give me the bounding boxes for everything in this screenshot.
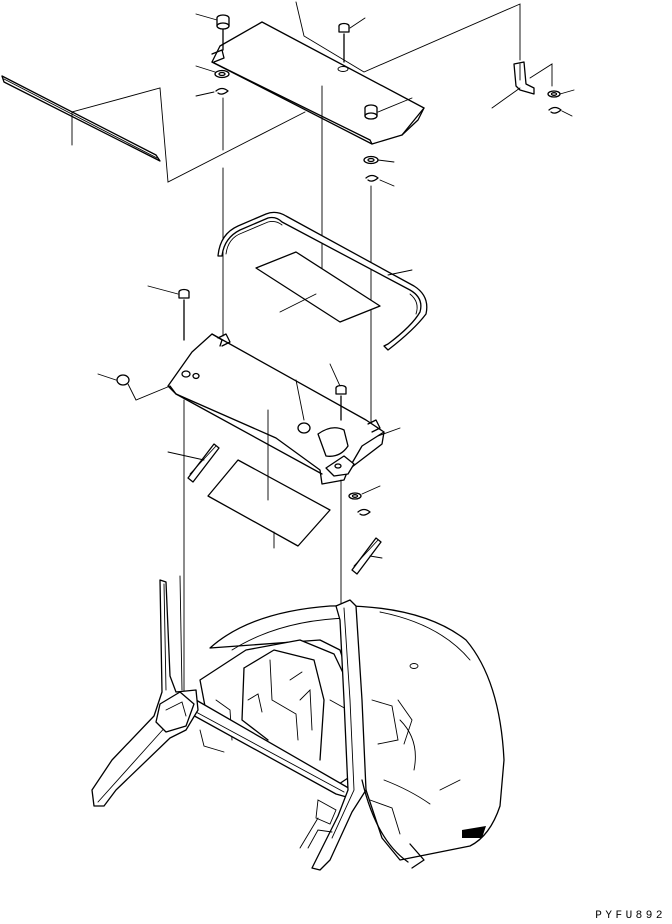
hook-bracket: [491, 61, 553, 109]
clip-far-right: [548, 106, 573, 117]
washer-top-left: [195, 65, 230, 79]
grommet-center: [295, 379, 311, 434]
clip-top-left: [195, 87, 229, 97]
cab-pillar-right: [299, 599, 367, 871]
seal-strip-right: [351, 537, 383, 575]
clip-right: [365, 174, 395, 187]
knob-bolt-top-right: [338, 17, 366, 63]
label-plate-upper: [255, 251, 381, 323]
knob-bolt-right: [364, 97, 413, 120]
weatherstrip-seal: [217, 211, 428, 351]
cab-door-edge: [361, 779, 409, 863]
bracket-leader-left: [71, 87, 306, 183]
bolt-center: [329, 363, 347, 421]
washer-right: [363, 155, 395, 165]
washer-far-right: [547, 89, 575, 98]
seal-strip-left: [167, 443, 220, 483]
leaders-to-cab: [183, 399, 342, 701]
cab-pillar-left: [91, 575, 199, 807]
top-cover-panel: [211, 1, 521, 145]
label-plate-lower: [207, 409, 331, 549]
trim-strip: [1, 75, 161, 162]
bolt-left: [147, 285, 190, 341]
clip-lower: [357, 508, 371, 516]
grommet-left: [97, 373, 171, 401]
knob-bolt-top-left: [195, 13, 230, 51]
drawing-code: PYFU892: [595, 910, 666, 922]
rear-cover-panel: [167, 333, 401, 485]
washer-lower: [348, 485, 381, 500]
